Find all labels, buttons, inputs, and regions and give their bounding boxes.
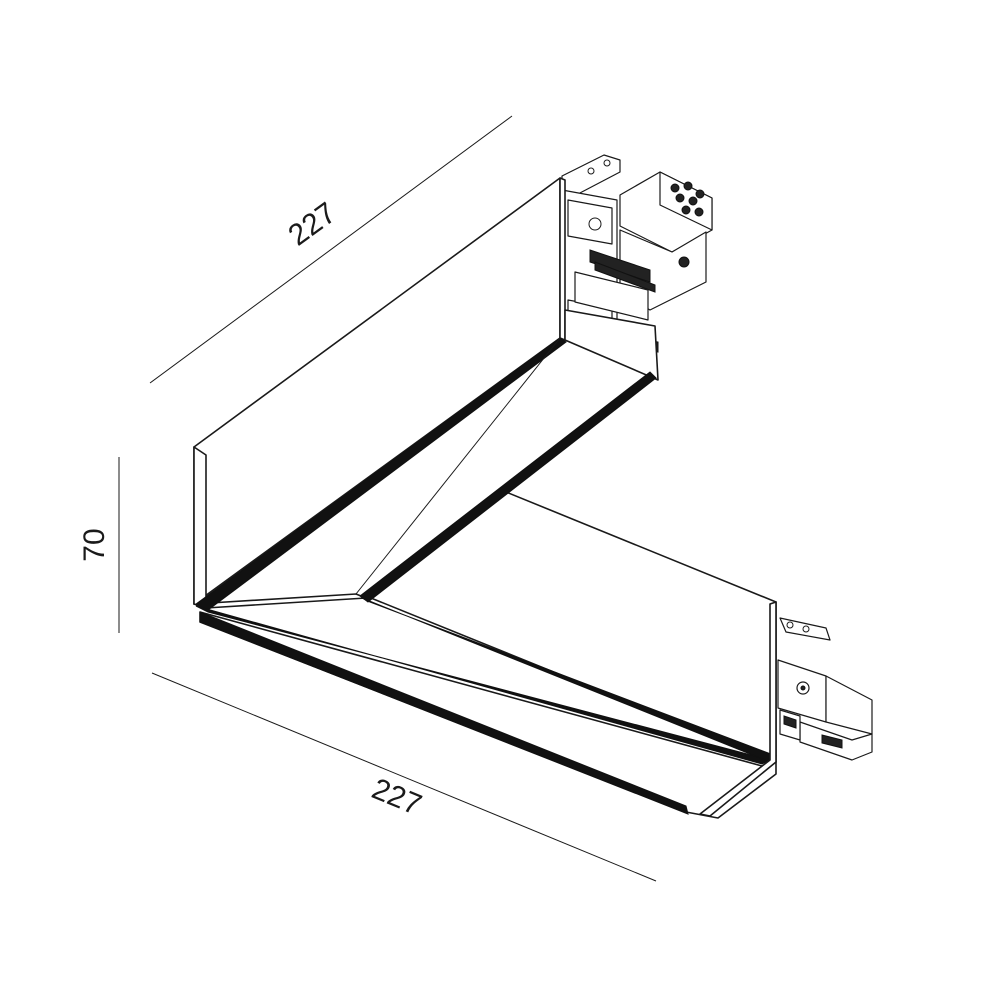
lower-connector: [777, 617, 873, 761]
upper-connector: [561, 154, 713, 363]
height-label: 70: [78, 528, 111, 561]
bottom-length-label: 227: [367, 772, 426, 822]
lower-arm-end-face: [699, 601, 777, 817]
top-length-label: 227: [282, 196, 342, 252]
vent-holes: [670, 181, 705, 217]
bottom-dimension-line: [151, 672, 657, 882]
top-dimension-line: [149, 115, 513, 384]
l-profile-body: [193, 177, 777, 819]
dimension-lines: [118, 115, 657, 882]
